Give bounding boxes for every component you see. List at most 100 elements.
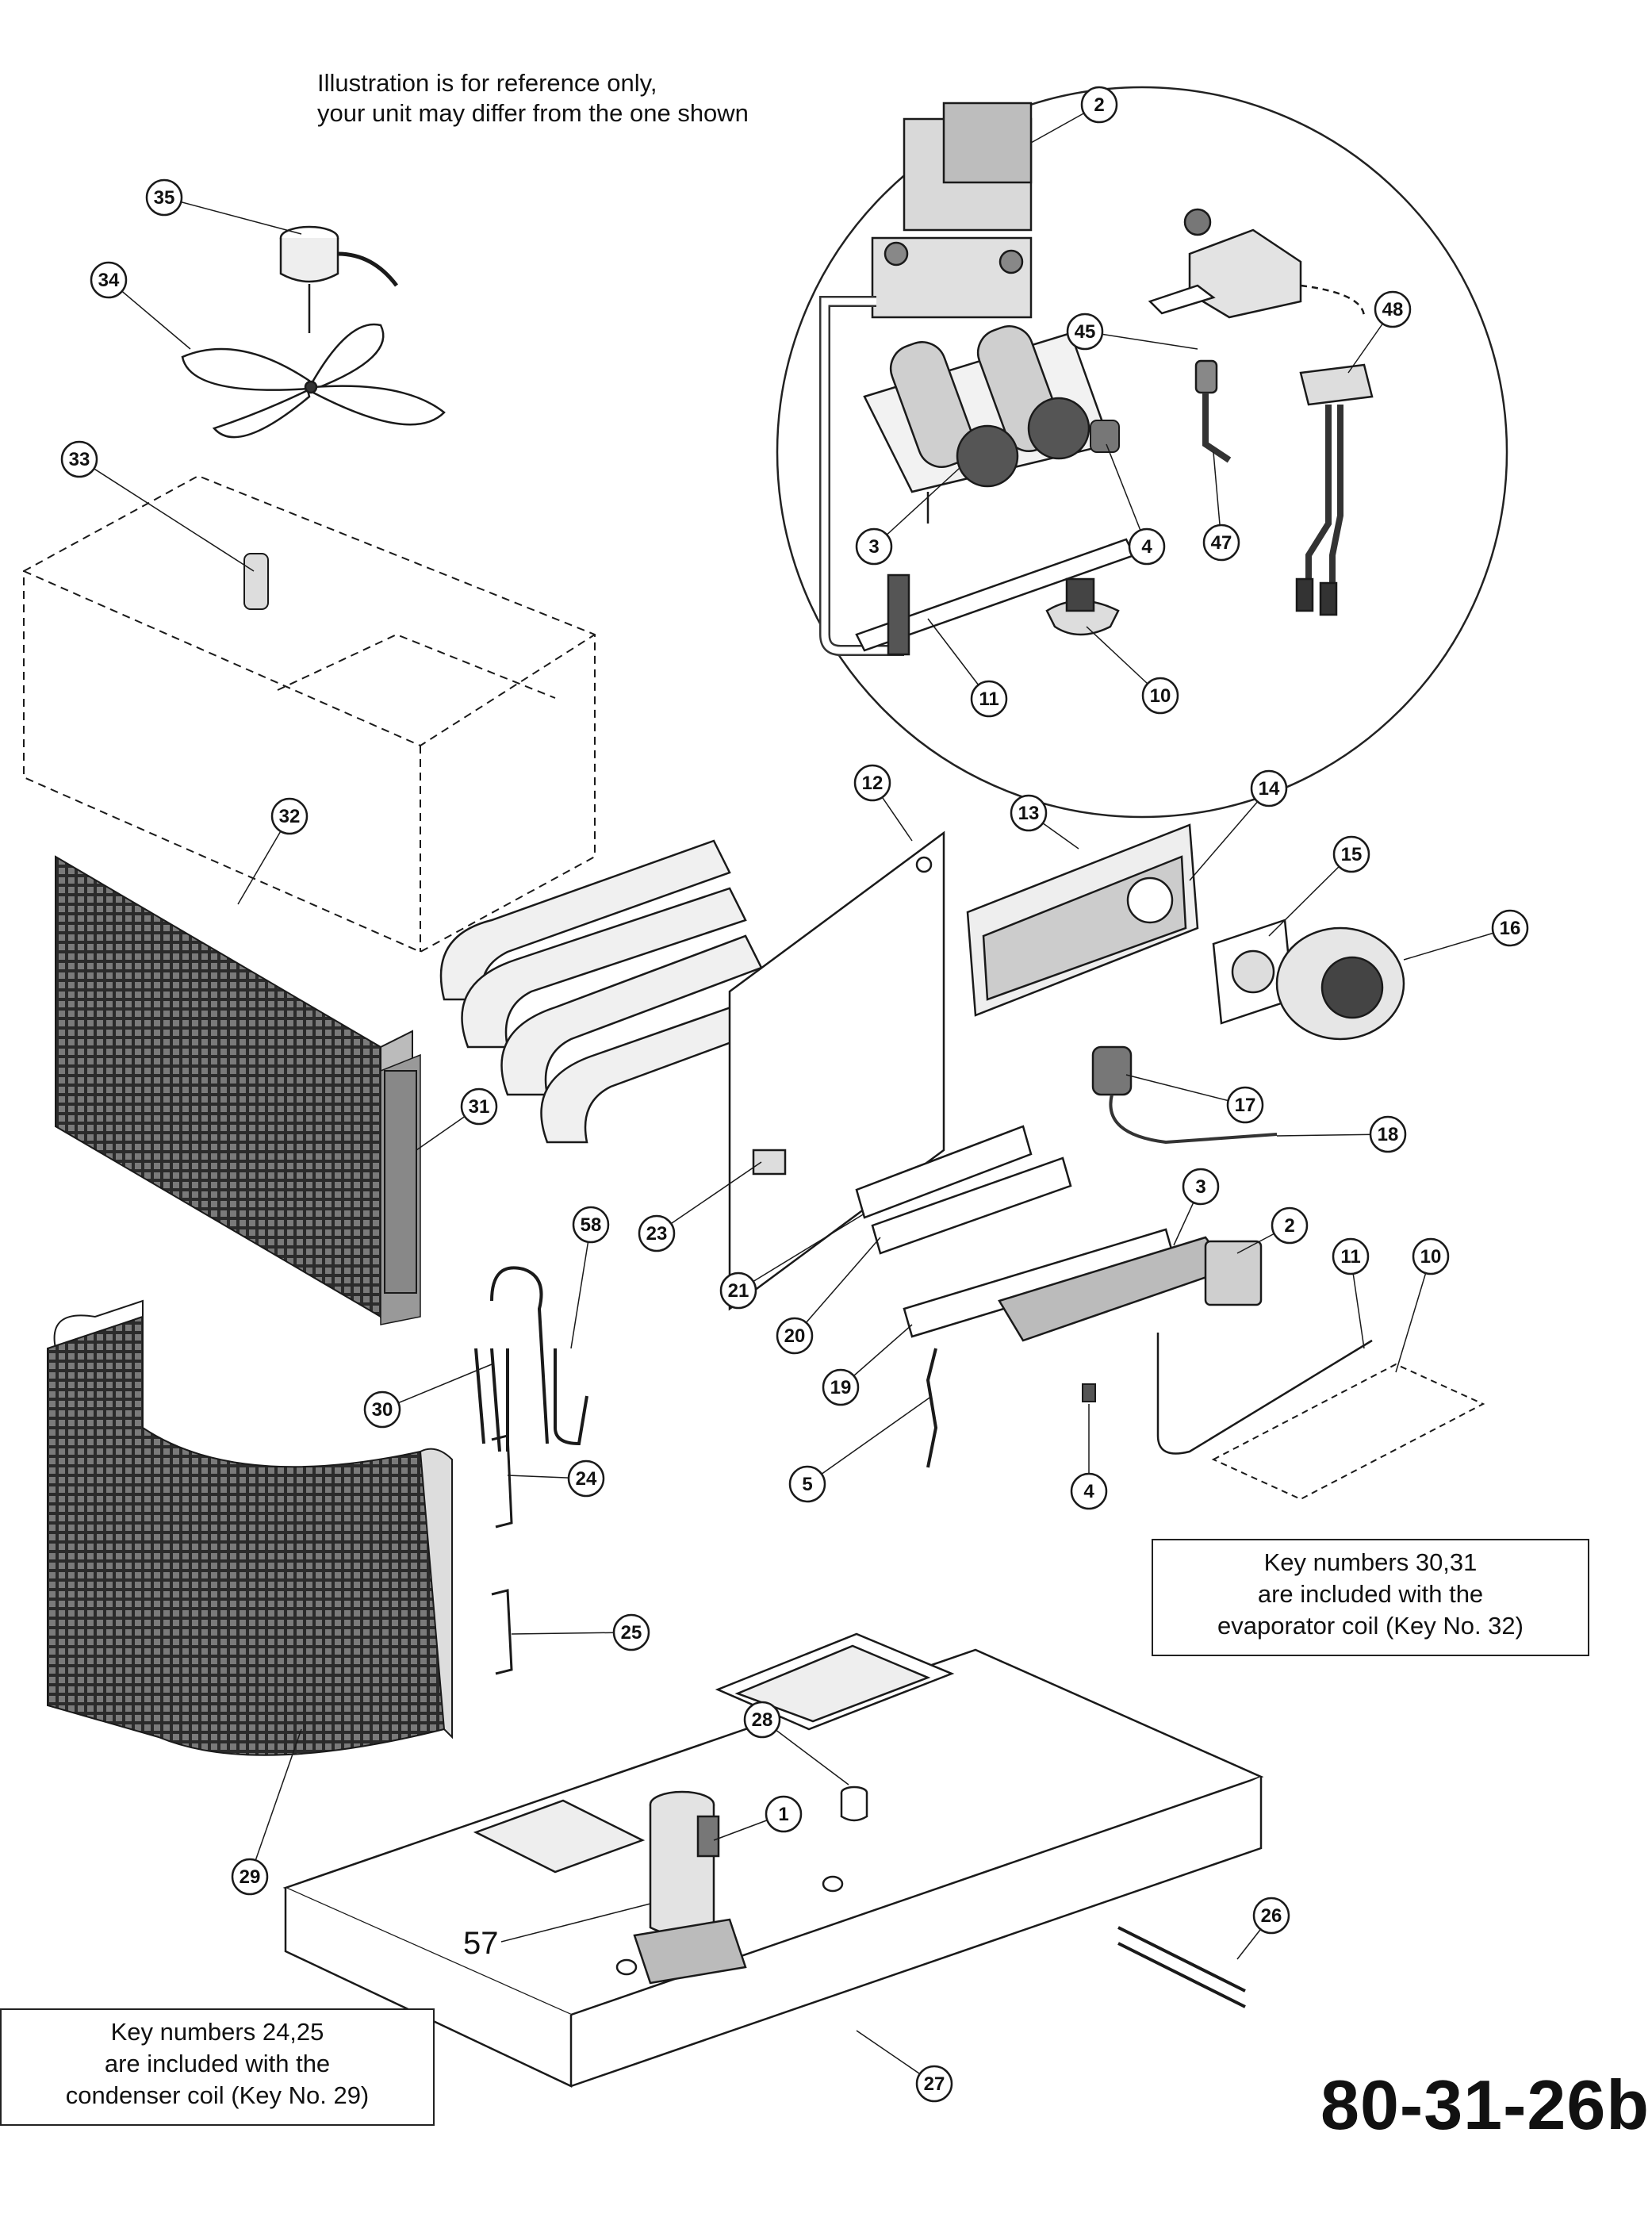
key-circle <box>1226 1086 1264 1124</box>
key-circle <box>1491 909 1529 947</box>
key-callout-14: 14 <box>1250 769 1288 807</box>
key-number: 34 <box>98 270 120 291</box>
cap-tube-30 <box>474 1266 549 1452</box>
key-number: 10 <box>1150 685 1171 707</box>
key-circle <box>1066 313 1104 351</box>
key-circle <box>743 1701 781 1739</box>
key-circle <box>60 440 98 478</box>
key-number: 30 <box>372 1399 393 1421</box>
inducer-motor-16 <box>1275 926 1405 1041</box>
key-number: 4 <box>1141 536 1152 558</box>
key-callout-29: 29 <box>231 1858 269 1896</box>
key-circle <box>970 680 1008 718</box>
condenser-fan-blade <box>181 323 446 439</box>
key-circle <box>1250 769 1288 807</box>
evaporator-note-line-3: evaporator coil (Key No. 32) <box>1217 1612 1524 1640</box>
thermostatic-expansion-valve-31 <box>384 1070 417 1294</box>
evaporator-note-line-2: are included with the <box>1257 1580 1484 1608</box>
sensor-58 <box>554 1348 588 1446</box>
key-callout-2: 2 <box>1271 1206 1309 1245</box>
leader-line <box>656 1161 762 1234</box>
key-number: 11 <box>1340 1246 1360 1268</box>
leader-line <box>249 1728 302 1878</box>
key-callout-18: 18 <box>1369 1115 1407 1153</box>
key-callout-5: 5 <box>788 1465 826 1503</box>
defrost-thermostat-33 <box>243 553 269 610</box>
key-callout-2: 2 <box>1080 86 1118 124</box>
bracket-25 <box>491 1589 513 1675</box>
key-circle <box>460 1087 498 1126</box>
gas-valve-detail <box>819 102 1033 656</box>
leader-line <box>1403 927 1511 961</box>
gas-valve-2 <box>1204 1240 1263 1306</box>
leader-line <box>1125 1074 1246 1106</box>
key-callout-27: 27 <box>915 2065 953 2103</box>
evaporator-coil <box>55 855 421 1325</box>
key-number: 29 <box>240 1866 261 1888</box>
bracket-24 <box>491 1434 513 1529</box>
key-circle <box>270 797 309 835</box>
key-number: 26 <box>1261 1905 1282 1927</box>
key-number: 5 <box>802 1474 812 1495</box>
limit-switch-10 <box>1211 1363 1485 1501</box>
leader-line <box>79 458 255 572</box>
key-circle <box>1141 677 1179 715</box>
leader-line <box>807 1395 933 1485</box>
gaskets-21-20-19 <box>855 1125 1175 1338</box>
key-circle <box>1412 1237 1450 1275</box>
key-circle <box>1374 290 1412 328</box>
key-callout-19: 19 <box>822 1368 860 1406</box>
key-callout-34: 34 <box>90 261 128 299</box>
compressor-1 <box>633 1790 747 1985</box>
key-callout-11: 11 <box>970 680 1008 718</box>
key-callout-20: 20 <box>776 1317 814 1355</box>
key-callout-23: 23 <box>638 1214 676 1252</box>
key-circle <box>231 1858 269 1896</box>
orifice-4 <box>1082 1383 1096 1402</box>
leader-line <box>1189 788 1270 881</box>
manifold-11 <box>1156 1333 1373 1455</box>
condenser-note-line-1: Key numbers 24,25 <box>110 2018 324 2046</box>
key-number: 35 <box>154 187 175 209</box>
condenser-coil <box>47 1299 453 1756</box>
key-circle <box>719 1272 757 1310</box>
key-callout-1: 1 <box>765 1795 803 1833</box>
key-callout-26: 26 <box>1252 1897 1290 1935</box>
burner-box-13 <box>966 823 1199 1017</box>
figure-code: 80-31-26b <box>1320 2065 1650 2144</box>
key-number: 21 <box>728 1280 749 1302</box>
key-callout-30: 30 <box>363 1390 401 1429</box>
key-number: 1 <box>778 1804 788 1825</box>
key-circle <box>145 178 183 217</box>
key-circle <box>915 2065 953 2103</box>
key-circle <box>572 1206 610 1244</box>
key-number: 48 <box>1382 299 1404 320</box>
key-circle <box>1070 1472 1108 1510</box>
key-number: 2 <box>1284 1215 1294 1237</box>
key-callout-25: 25 <box>612 1613 650 1651</box>
key-number: 10 <box>1420 1246 1442 1268</box>
top-cabinet-outline <box>23 474 596 953</box>
leader-line <box>511 1632 632 1635</box>
leader-line <box>794 1237 881 1337</box>
key-callout-33: 33 <box>60 440 98 478</box>
key-circle <box>822 1368 860 1406</box>
key-circle <box>788 1465 826 1503</box>
leader-line <box>163 197 302 235</box>
key-circle <box>853 764 891 802</box>
burner-tube-23 <box>752 1149 787 1176</box>
orifice-detail <box>1090 420 1120 453</box>
key-callout-24: 24 <box>567 1459 605 1498</box>
key-number: 23 <box>646 1223 668 1245</box>
key-callout-4: 4 <box>1070 1472 1108 1510</box>
part-28 <box>840 1785 868 1822</box>
key-circle <box>765 1795 803 1833</box>
key-callout-17: 17 <box>1226 1086 1264 1124</box>
key-number: 58 <box>581 1214 602 1236</box>
key-circle <box>363 1390 401 1429</box>
leader-line <box>1276 1133 1389 1137</box>
condenser-note-line-3: condenser coil (Key No. 29) <box>65 2081 370 2109</box>
key-number: 11 <box>979 688 998 710</box>
igniter-5 <box>926 1348 938 1468</box>
key-callout-48: 48 <box>1374 290 1412 328</box>
